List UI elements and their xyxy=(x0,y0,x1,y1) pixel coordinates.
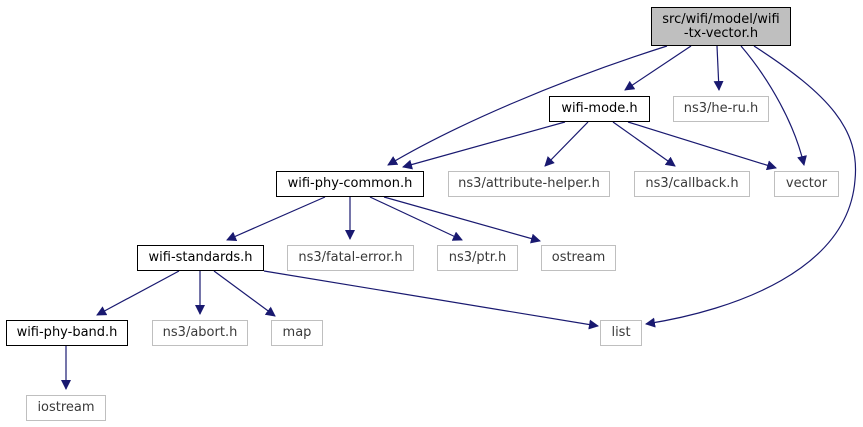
edge-wifi-mode-to-wifi-phy-common xyxy=(402,121,566,170)
node-ptr-label: ns3/ptr.h xyxy=(448,250,507,265)
node-wifi-phy-common[interactable]: wifi-phy-common.h xyxy=(276,171,424,197)
edge-wifi-mode-to-callback xyxy=(612,121,676,167)
node-wifi-standards[interactable]: wifi-standards.h xyxy=(137,245,264,271)
node-vector: vector xyxy=(774,171,839,197)
node-wifi-phy-common-label: wifi-phy-common.h xyxy=(287,176,413,191)
node-wifi-mode-label: wifi-mode.h xyxy=(561,101,638,116)
node-attribute-helper-label: ns3/attribute-helper.h xyxy=(458,176,600,191)
node-wifi-tx-vector-line2: -tx-vector.h xyxy=(683,25,759,41)
node-vector-label: vector xyxy=(785,176,828,191)
node-list-label: list xyxy=(611,325,631,340)
edge-wifi-phy-common-to-ptr xyxy=(369,196,463,241)
node-fatal-error-label: ns3/fatal-error.h xyxy=(298,250,403,265)
node-callback-label: ns3/callback.h xyxy=(645,176,739,191)
node-wifi-mode[interactable]: wifi-mode.h xyxy=(549,96,650,122)
edge-wifi-phy-common-to-wifi-standards xyxy=(226,196,326,241)
node-ptr: ns3/ptr.h xyxy=(437,245,518,271)
edge-wifi-standards-to-list xyxy=(263,270,599,330)
node-list: list xyxy=(600,320,642,346)
node-wifi-tx-vector: src/wifi/model/wifi -tx-vector.h xyxy=(651,7,791,46)
edge-root-to-he-ru xyxy=(713,45,724,91)
node-wifi-standards-label: wifi-standards.h xyxy=(148,250,253,265)
node-map-label: map xyxy=(282,325,312,340)
node-attribute-helper: ns3/attribute-helper.h xyxy=(448,171,610,197)
dependency-edges xyxy=(61,45,857,390)
node-abort-label: ns3/abort.h xyxy=(162,325,238,340)
node-fatal-error: ns3/fatal-error.h xyxy=(287,245,414,271)
node-callback: ns3/callback.h xyxy=(634,171,750,197)
node-he-ru: ns3/he-ru.h xyxy=(673,96,769,122)
node-iostream: iostream xyxy=(26,395,106,421)
edge-wifi-standards-to-map xyxy=(213,270,276,317)
node-ostream-label: ostream xyxy=(551,250,606,265)
node-wifi-phy-band-label: wifi-phy-band.h xyxy=(16,325,118,340)
edge-root-to-list xyxy=(645,45,857,328)
edge-root-to-wifi-phy-common xyxy=(387,45,668,166)
edge-root-to-wifi-mode xyxy=(624,45,692,91)
edge-wifi-standards-to-wifi-phy-band xyxy=(96,270,180,316)
node-wifi-tx-vector-line1: src/wifi/model/wifi xyxy=(662,11,780,27)
node-ostream: ostream xyxy=(541,245,616,271)
edge-root-to-vector xyxy=(740,45,807,166)
edge-wifi-mode-to-attribute-helper xyxy=(544,121,589,167)
node-iostream-label: iostream xyxy=(37,400,95,415)
edge-wifi-mode-to-vector xyxy=(627,121,777,171)
node-he-ru-label: ns3/he-ru.h xyxy=(683,101,759,116)
node-abort: ns3/abort.h xyxy=(152,320,248,346)
node-map: map xyxy=(271,320,323,346)
node-wifi-phy-band[interactable]: wifi-phy-band.h xyxy=(6,320,128,346)
edge-wifi-phy-common-to-ostream xyxy=(383,196,541,244)
